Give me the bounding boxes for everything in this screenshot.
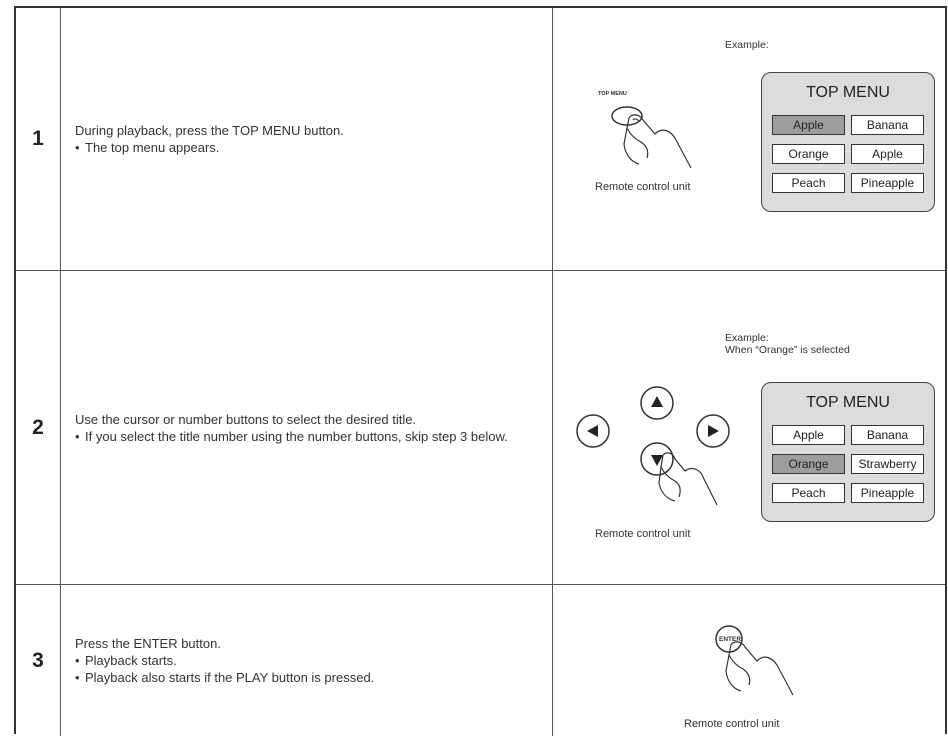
step-number-cell: 3: [16, 585, 61, 736]
example-condition-label: When “Orange” is selected: [725, 344, 850, 356]
menu-item: Banana: [851, 115, 924, 135]
example-label: Example:: [725, 39, 769, 51]
step-illustration: Example: When “Orange” is selected: [553, 271, 945, 584]
step-bullet: •Playback starts.: [75, 653, 177, 668]
menu-title: TOP MENU: [806, 394, 890, 411]
top-menu-example: TOP MENU Apple Banana Orange Apple Peach…: [761, 72, 935, 212]
instruction-table: 1 During playback, press the TOP MENU bu…: [14, 6, 947, 736]
top-menu-example: TOP MENU Apple Banana Orange Strawberry …: [761, 382, 935, 522]
menu-item: Apple: [851, 144, 924, 164]
step-row-2: 2 Use the cursor or number buttons to se…: [16, 271, 945, 585]
menu-item: Apple: [772, 115, 845, 135]
cursor-left-icon: [576, 414, 610, 448]
enter-button-label: ENTER: [719, 636, 742, 643]
step-number-cell: 2: [16, 271, 61, 584]
step-number: 2: [32, 415, 44, 439]
step-instruction: During playback, press the TOP MENU butt…: [75, 123, 344, 138]
step-number-cell: 1: [16, 8, 61, 270]
menu-item: Strawberry: [851, 454, 924, 474]
step-illustration: ENTER Remote control unit: [553, 585, 945, 736]
top-menu-button-label: TOP MENU: [598, 91, 627, 97]
cursor-buttons-icon: [576, 386, 730, 506]
cursor-right-icon: [696, 414, 730, 448]
step-text-cell: Use the cursor or number buttons to sele…: [61, 271, 553, 584]
step-text-cell: Press the ENTER button. •Playback starts…: [61, 585, 553, 736]
step-instruction: Use the cursor or number buttons to sele…: [75, 411, 417, 427]
hand-pressing-enter-icon: [715, 625, 794, 696]
step-number: 3: [32, 648, 44, 672]
remote-control-label: Remote control unit: [684, 718, 780, 730]
menu-item: Banana: [851, 425, 924, 445]
menu-title: TOP MENU: [806, 84, 890, 101]
step-row-1: 1 During playback, press the TOP MENU bu…: [16, 8, 945, 271]
step-text-cell: During playback, press the TOP MENU butt…: [61, 8, 553, 270]
menu-item: Peach: [772, 173, 845, 193]
menu-item: Orange: [772, 454, 845, 474]
remote-control-label: Remote control unit: [595, 181, 691, 193]
menu-item: Orange: [772, 144, 845, 164]
step-illustration: Example: TOP MENU Remote control unit TO…: [553, 8, 945, 270]
menu-item: Peach: [772, 483, 845, 503]
cursor-down-icon: [640, 442, 674, 476]
cursor-up-icon: [640, 386, 674, 420]
step-instruction: Press the ENTER button.: [75, 636, 221, 651]
menu-item: Pineapple: [851, 173, 924, 193]
hand-pressing-button-icon: [611, 106, 692, 169]
remote-control-label: Remote control unit: [595, 528, 691, 540]
menu-item: Apple: [772, 425, 845, 445]
example-label: Example:: [725, 332, 769, 344]
step-number: 1: [32, 127, 44, 150]
menu-item: Pineapple: [851, 483, 924, 503]
step-bullet: •If you select the title number using th…: [75, 428, 508, 444]
step-bullet: •The top menu appears.: [75, 140, 220, 155]
step-bullet: •Playback also starts if the PLAY button…: [75, 670, 375, 685]
step-row-3: 3 Press the ENTER button. •Playback star…: [16, 585, 945, 736]
